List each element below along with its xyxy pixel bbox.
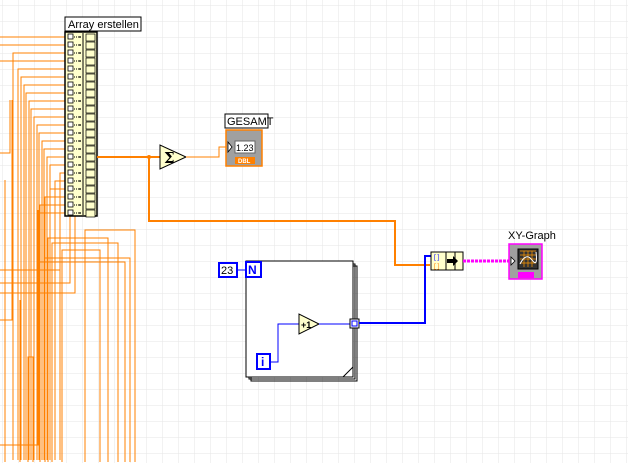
gesamt-value: 1.23 <box>236 143 254 153</box>
routing-wire-5[interactable] <box>0 100 11 154</box>
build-array-label-box <box>64 16 142 32</box>
input-wire-10[interactable] <box>30 108 68 460</box>
input-wire-3[interactable] <box>12 52 68 460</box>
build-array-input-1 <box>67 33 96 42</box>
gesamt-label: GESAMT <box>227 116 274 128</box>
gesamt-type: DBL <box>238 159 251 165</box>
iteration-wire[interactable] <box>270 323 299 363</box>
build-array-input-6 <box>67 73 96 82</box>
build-array-input-13 <box>67 129 96 138</box>
input-wire-5[interactable] <box>17 68 68 460</box>
array-output-wire[interactable] <box>97 155 430 266</box>
build-array-input-16 <box>67 153 96 162</box>
svg-text:i: i <box>261 355 264 369</box>
routing-wire-1[interactable] <box>0 200 61 271</box>
input-wire-11[interactable] <box>33 116 68 460</box>
build-array-inputs <box>67 33 96 218</box>
build-array-input-15 <box>67 145 96 154</box>
routing-wire-12[interactable] <box>84 229 136 462</box>
input-wire-6[interactable] <box>20 76 68 460</box>
increment-node[interactable]: +1 <box>298 313 321 335</box>
build-array-input-10 <box>67 105 96 114</box>
gesamt-indicator[interactable]: GESAMT 1.23 DBL <box>224 113 274 167</box>
build-array-input-20 <box>67 185 96 194</box>
build-array-input-5 <box>67 65 96 74</box>
iteration-terminal: i <box>256 353 271 370</box>
input-wire-16[interactable] <box>46 156 68 460</box>
build-array-node[interactable]: Array erstellen <box>64 16 142 218</box>
build-array-input-17 <box>67 161 96 170</box>
input-wire-13[interactable] <box>38 132 68 460</box>
loop-output-wire[interactable] <box>359 255 432 324</box>
input-wire-9[interactable] <box>28 100 68 460</box>
build-array-input-7 <box>67 81 96 90</box>
input-wire-7[interactable] <box>23 84 68 460</box>
build-array-input-3 <box>67 49 96 58</box>
build-array-input-9 <box>67 97 96 106</box>
build-array-input-2 <box>67 41 96 50</box>
bundle-node[interactable]: [] [] <box>430 251 464 271</box>
build-array-input-19 <box>67 177 96 186</box>
input-wire-23[interactable] <box>36 212 68 460</box>
routing-wire-10[interactable] <box>39 261 126 462</box>
build-array-input-23 <box>67 209 96 218</box>
sigma-icon: Σ <box>164 149 175 167</box>
build-array-input-18 <box>67 169 96 178</box>
svg-text:[]: [] <box>433 263 440 270</box>
routing-wire-8[interactable] <box>61 249 101 462</box>
add-array-elements-node[interactable]: Σ <box>159 144 188 170</box>
input-wires[interactable] <box>0 36 136 462</box>
svg-text:23: 23 <box>221 265 233 277</box>
bundle-arrow-icon <box>447 256 458 266</box>
routing-wire-13[interactable] <box>47 237 109 462</box>
svg-text:[]: [] <box>433 254 440 261</box>
input-wire-14[interactable] <box>41 140 68 460</box>
xy-graph-label: XY-Graph <box>508 230 556 242</box>
input-wire-19[interactable] <box>54 180 68 460</box>
routing-wire-14[interactable] <box>27 356 34 462</box>
sum-output-wire[interactable] <box>186 146 228 158</box>
svg-text:+1: +1 <box>301 320 311 330</box>
auto-index-tunnel <box>349 318 360 329</box>
input-wire-8[interactable] <box>25 92 68 460</box>
build-array-input-8 <box>67 89 96 98</box>
xy-graph-terminal[interactable]: XY-Graph <box>508 230 556 280</box>
build-array-input-21 <box>67 193 96 202</box>
input-wire-20[interactable] <box>49 188 68 460</box>
count-terminal: N <box>245 261 262 278</box>
routing-wire-9[interactable] <box>44 257 131 462</box>
input-wire-15[interactable] <box>43 148 68 460</box>
routing-wire-6[interactable] <box>0 210 39 446</box>
build-array-input-14 <box>67 137 96 146</box>
routing-wire-4[interactable] <box>0 100 13 321</box>
svg-text:N: N <box>248 263 257 277</box>
loop-count-constant[interactable]: 23 <box>218 262 238 278</box>
build-array-input-11 <box>67 113 96 122</box>
build-array-label: Array erstellen <box>68 19 139 31</box>
build-array-input-4 <box>67 57 96 66</box>
build-array-input-22 <box>67 201 96 210</box>
build-array-input-12 <box>67 121 96 130</box>
